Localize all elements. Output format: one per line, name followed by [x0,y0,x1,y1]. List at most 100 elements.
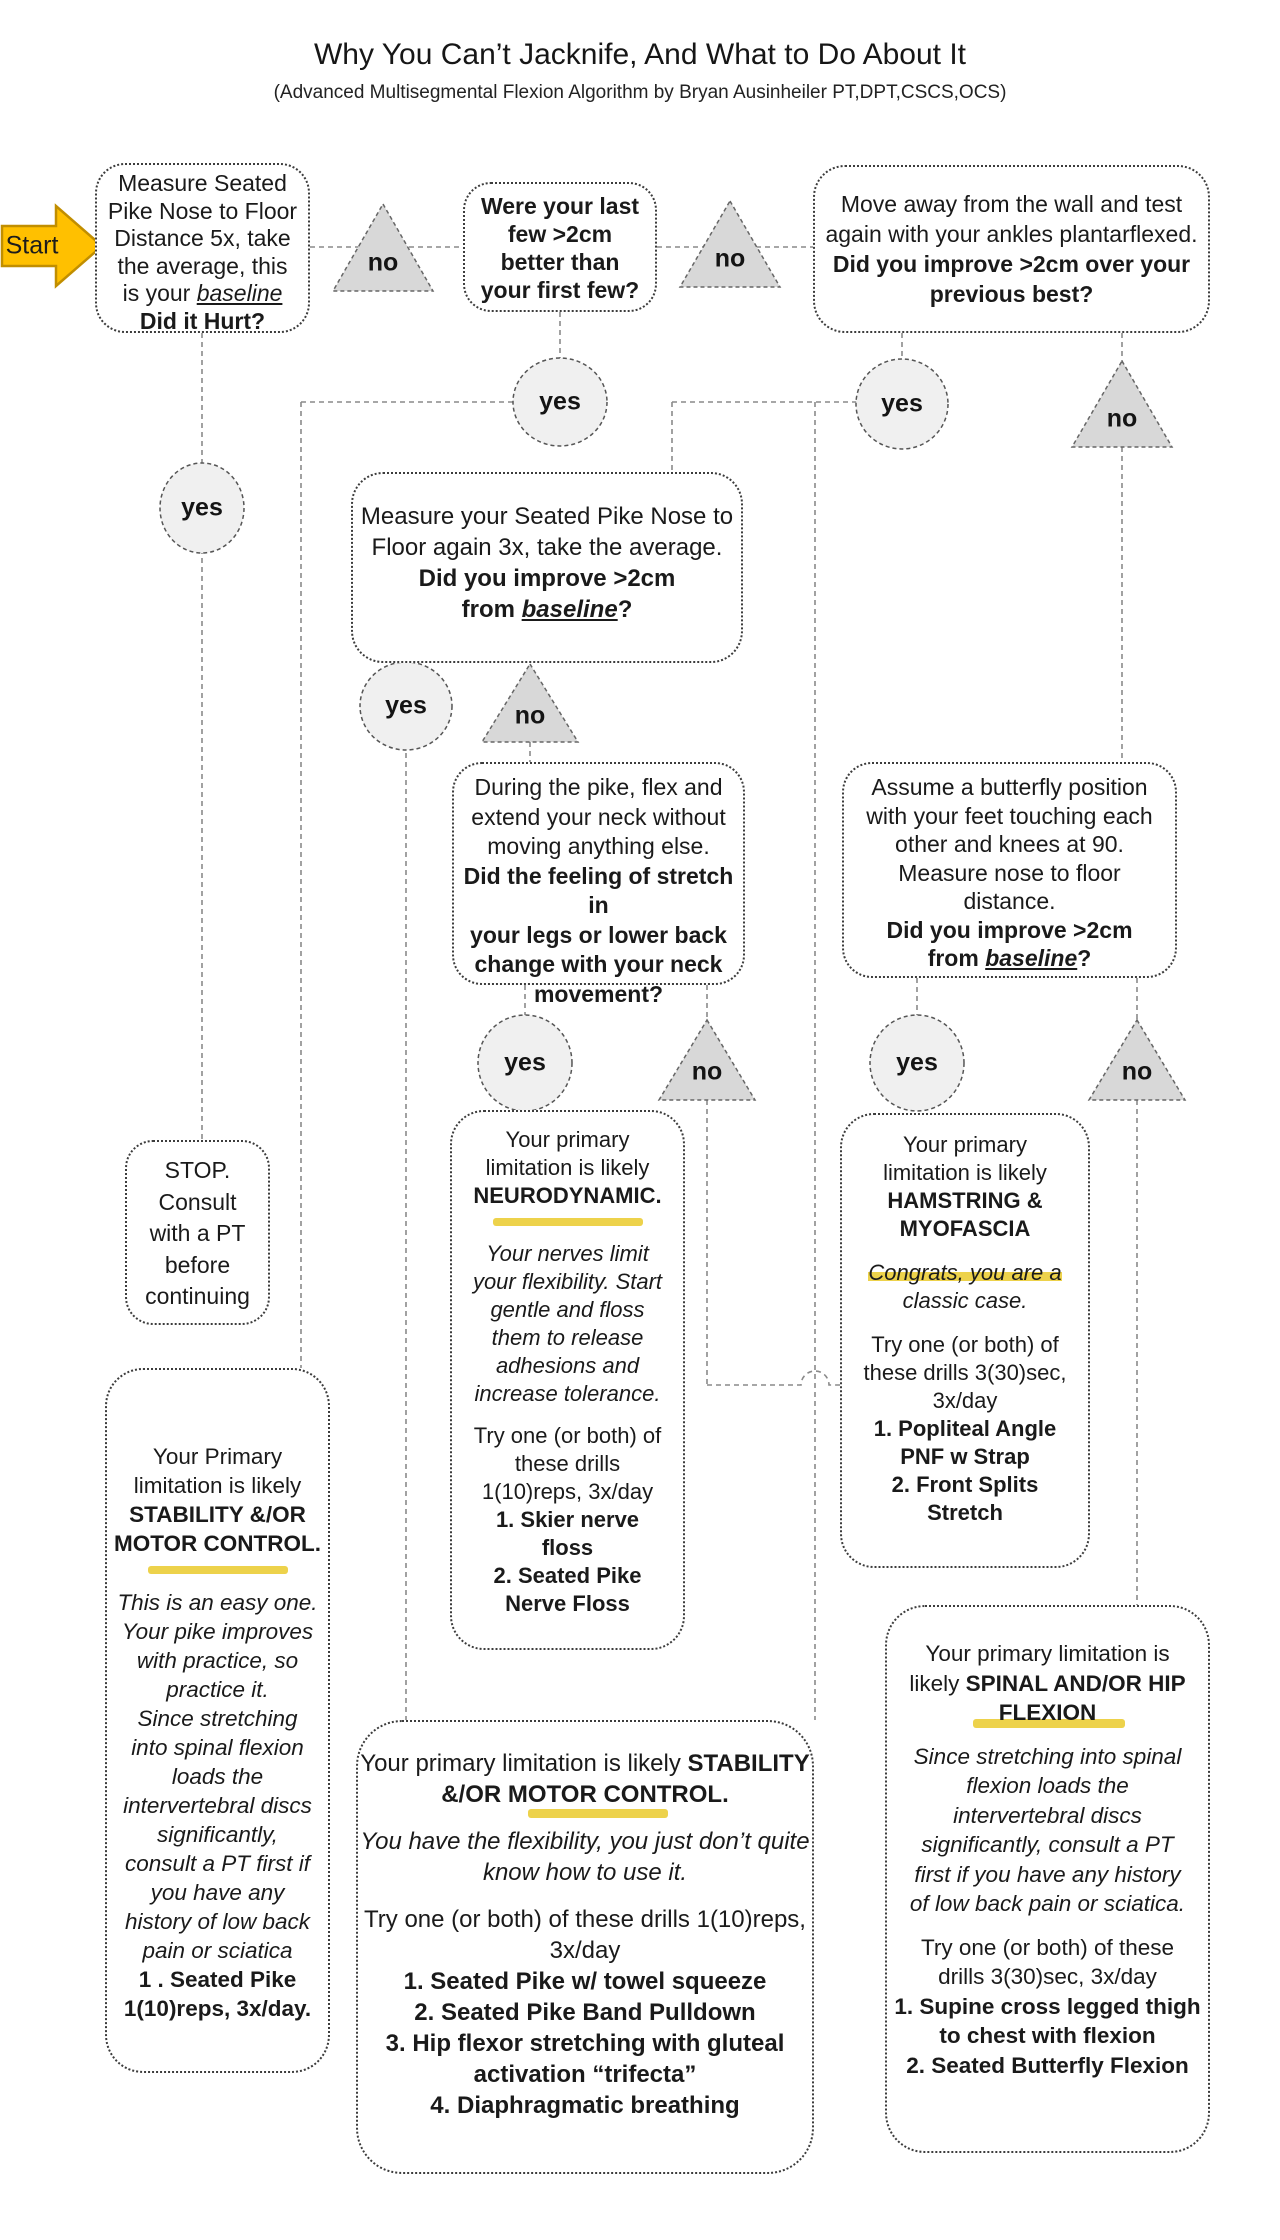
yellow-highlight-bar [147,1566,288,1574]
diagnosis-span: SPINAL AND/OR HIP [965,1670,1186,1696]
spacer [842,1315,1088,1331]
node-spinal-hip-flexion: Your primary limitation is likely SPINAL… [885,1605,1210,2153]
diagnosis-line: &/OR MOTOR CONTROL. [441,1781,729,1808]
text-line: limitation is likely [485,1155,650,1180]
text-line: your flexibility. Start [472,1269,663,1294]
drill-line: 4. Diaphragmatic breathing [430,2092,740,2119]
text-line: pain or sciatica [142,1938,293,1963]
text-line: is your baseline [97,280,308,308]
drill-line: 2. Front Splits [891,1472,1039,1497]
no-triangle-neck [657,1018,757,1101]
text-span: likely [909,1670,966,1696]
node-neck-test: During the pike, flex and extend your ne… [452,762,745,1007]
text-line: Try one (or both) of [473,1423,662,1448]
diagnosis-line: MYOFASCIA [899,1216,1031,1241]
text-line: intervertebral discs [953,1802,1142,1828]
text-line: This is an easy one. [117,1590,318,1615]
no-triangle-lastfew [678,199,782,288]
text-line: know how to use it. [482,1859,688,1886]
spacer [887,1919,1208,1933]
text-line: these drills [514,1451,621,1476]
text-line: During the pike, flex and [474,774,723,800]
text-line: moving anything else. [487,833,710,859]
node-retest: Measure your Seated Pike Nose to Floor a… [351,472,743,663]
text-line: with a PT [149,1220,246,1246]
text-line: Pike Nose to Floor [107,197,298,224]
node-stability-left: Your Primary limitation is likely STABIL… [105,1368,330,2073]
yellow-highlight-bar [973,1719,1125,1728]
yes-label-wall: yes [881,389,923,418]
text-line: Your primary limitation is likely STABIL… [358,1748,812,1779]
text-line: 1(10)reps, 3x/day [481,1479,654,1504]
drill-line: 1(10)reps, 3x/day. [123,1996,312,2021]
text-line: distance. [963,888,1056,914]
text-line: Try one (or both) of these [920,1934,1175,1960]
text-line: these drills 3(30)sec, [863,1360,1067,1385]
text-span: ? [617,596,633,623]
text-line: them to release [491,1325,644,1350]
drill-line: to chest with flexion [939,2023,1156,2048]
no-label-lastfew: no [714,244,746,273]
spacer [887,1728,1208,1742]
text-line: intervertebral discs [123,1793,312,1818]
question-line: Did the feeling of stretch in [463,862,734,919]
drill-line: floss [541,1535,594,1560]
text-line: into spinal flexion [131,1735,304,1760]
text-line: significantly, [157,1822,278,1847]
no-triangle-retest [480,662,580,743]
text-span: is your [122,280,197,306]
text-span: from [927,945,986,971]
drill-line: PNF w Strap [900,1444,1030,1469]
page-subtitle: (Advanced Multisegmental Flexion Algorit… [273,82,1007,103]
text-span: ? [1077,945,1092,971]
text-line: drills 3(30)sec, 3x/day [938,1964,1157,1989]
node-stop: STOP. Consult with a PT before continuin… [125,1140,270,1325]
diagnosis-line: MOTOR CONTROL. [113,1531,322,1556]
question-line: Did you improve >2cm [886,916,1133,943]
text-line: Move away from the wall and test [840,191,1183,217]
text-line: Measure Seated [118,170,287,196]
text-line: Since stretching into spinal [913,1743,1182,1769]
drill-line: 2. Seated Pike Band Pulldown [414,1999,756,2026]
node-neurodynamic: Your primary limitation is likely NEUROD… [450,1110,685,1650]
yes-label-retest: yes [385,691,427,720]
text-line: first if you have any history [914,1861,1181,1887]
question-line: from baseline? [844,944,1175,973]
baseline-term: baseline [196,280,283,306]
text-line: likely SPINAL AND/OR HIP [887,1669,1208,1699]
diagnosis-span: STABILITY [687,1750,810,1777]
text-span: from [461,596,522,623]
text-line: Were your last [480,193,640,219]
yes-label-lastfew: yes [539,387,581,416]
yellow-highlight-bar [528,1809,668,1818]
baseline-term: baseline [521,596,618,623]
diagnosis-line: HAMSTRING & [887,1188,1043,1213]
edge-neck-no-to-hamstring-hop [707,1370,840,1386]
node-wall-test: Move away from the wall and test again w… [813,165,1210,333]
question-line: Did you improve >2cm over your [832,251,1191,277]
baseline-term: baseline [985,945,1078,971]
text-line: Floor again 3x, take the average. [371,534,723,561]
highlighted-text: Congrats, you are a [868,1260,1062,1285]
text-line: limitation is likely [883,1160,1047,1185]
question-line: Did it Hurt? [139,307,266,334]
yes-label-baseline: yes [181,493,223,522]
text-line: Consult [158,1188,237,1215]
drill-line: 2. Seated Butterfly Flexion [906,2052,1189,2078]
spacer [842,1243,1088,1259]
question-line: movement? [533,980,664,1007]
text-line: practice it. [166,1677,269,1702]
spacer [452,1408,683,1422]
drill-line: 1. Popliteal Angle [873,1416,1057,1441]
text-line: flexion loads the [966,1773,1129,1798]
drill-line: 2. Seated Pike [493,1563,642,1588]
text-line: Your pike improves [121,1619,314,1644]
text-line: significantly, consult a PT [921,1832,1174,1857]
page-title: Why You Can’t Jacknife, And What to Do A… [313,38,967,71]
start-arrow [0,203,104,289]
text-line: your first few? [480,277,640,303]
text-line: with your feet touching each [866,802,1153,829]
text-line: Since stretching [137,1706,298,1731]
